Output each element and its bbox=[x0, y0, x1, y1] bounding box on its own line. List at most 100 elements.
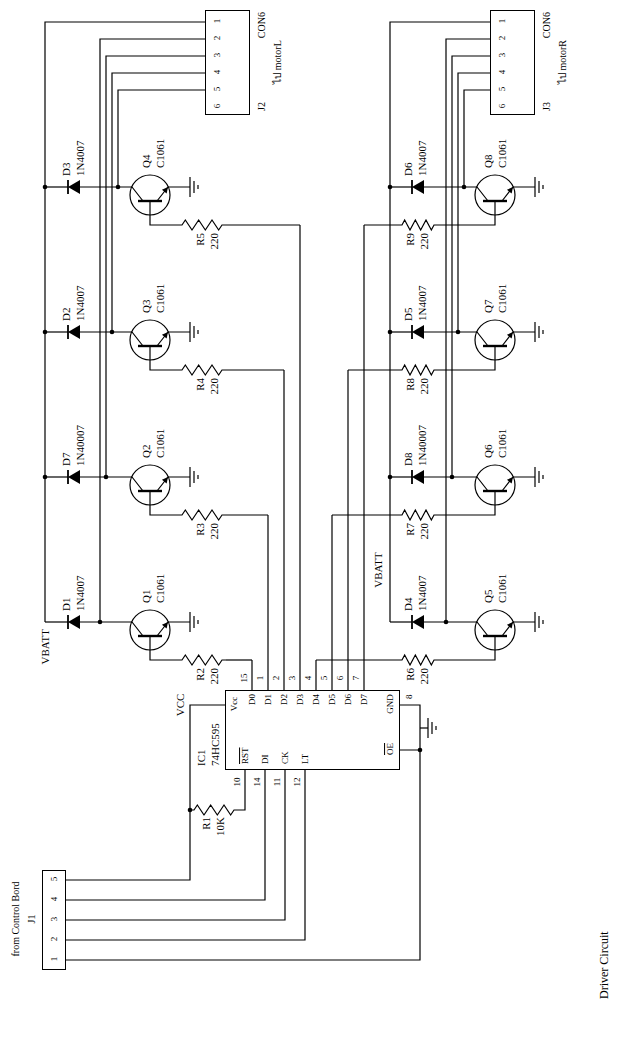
ground-symbol bbox=[534, 322, 535, 342]
part-value: 220 bbox=[418, 522, 430, 541]
ground-symbol bbox=[538, 471, 539, 483]
pin-number: 3 bbox=[288, 675, 298, 682]
wire bbox=[332, 514, 398, 515]
part-value: 1N40007 bbox=[416, 424, 428, 467]
wire bbox=[464, 90, 490, 187]
pin-number: 6 bbox=[498, 103, 508, 110]
part-value: 220 bbox=[208, 522, 220, 541]
pin-number: 2 bbox=[50, 936, 60, 943]
wire bbox=[502, 477, 535, 491]
part-value: C1061 bbox=[154, 283, 166, 314]
wire bbox=[45, 22, 205, 622]
wire bbox=[226, 514, 268, 515]
wire bbox=[458, 73, 490, 332]
signal-wire bbox=[66, 770, 265, 900]
resistor-symbol bbox=[178, 510, 226, 520]
part-value: 1N40007 bbox=[74, 424, 86, 467]
transistor-symbol bbox=[162, 477, 168, 484]
ground-symbol bbox=[542, 330, 543, 334]
part-value: 220 bbox=[418, 667, 430, 686]
ground-symbol bbox=[538, 326, 539, 338]
part-value: C1061 bbox=[154, 428, 166, 459]
connector-box: J3CON6ไป motorR123456 bbox=[490, 10, 535, 115]
ground-symbol bbox=[197, 620, 198, 624]
wire bbox=[400, 705, 420, 750]
pin-number: 5 bbox=[50, 876, 60, 883]
part-label: Q6 bbox=[482, 444, 494, 459]
transistor-symbol bbox=[162, 332, 168, 339]
pin-number: 4 bbox=[213, 69, 223, 76]
wire bbox=[150, 346, 178, 370]
pin-number: 7 bbox=[352, 675, 362, 682]
resistor-symbol bbox=[398, 510, 438, 520]
wire bbox=[390, 22, 490, 622]
transistor-symbol bbox=[162, 622, 168, 629]
wire bbox=[226, 659, 252, 660]
wire bbox=[80, 622, 143, 636]
part-label: D2 bbox=[60, 307, 72, 322]
diode-symbol bbox=[68, 615, 80, 629]
wire bbox=[283, 370, 284, 690]
part-label: Q5 bbox=[482, 589, 494, 604]
pin-name: RST bbox=[241, 746, 251, 765]
part-label: IC1 bbox=[195, 749, 207, 768]
pin-number: 15 bbox=[240, 673, 250, 684]
ground-symbol bbox=[197, 330, 198, 334]
part-value: C1061 bbox=[154, 573, 166, 604]
ground-symbol bbox=[427, 718, 428, 738]
pin-name: Vcc bbox=[230, 696, 240, 713]
diode-symbol bbox=[68, 470, 80, 484]
pin-number: 10 bbox=[233, 777, 243, 788]
pin-name: D0 bbox=[248, 693, 258, 706]
wire bbox=[420, 727, 428, 728]
part-label: CON6 bbox=[541, 11, 552, 39]
ground-symbol bbox=[542, 620, 543, 624]
wire bbox=[438, 491, 495, 515]
pin-number: 2 bbox=[213, 35, 223, 42]
ground-symbol bbox=[542, 475, 543, 479]
wire bbox=[80, 187, 143, 201]
part-value: 74HC595 bbox=[209, 722, 221, 767]
wire bbox=[157, 477, 190, 491]
wire bbox=[390, 621, 412, 622]
wire bbox=[150, 491, 178, 515]
resistor-symbol bbox=[178, 655, 226, 665]
pin-number: 1 bbox=[50, 956, 60, 963]
wire bbox=[45, 186, 68, 187]
part-label: D1 bbox=[60, 597, 72, 612]
diode-symbol bbox=[412, 325, 424, 339]
part-label: D5 bbox=[402, 307, 414, 322]
pin-number: 1 bbox=[256, 675, 266, 682]
pin-number: 3 bbox=[50, 916, 60, 923]
diode-symbol bbox=[412, 180, 424, 194]
pin-number: 5 bbox=[320, 675, 330, 682]
pin-name: DI bbox=[261, 754, 271, 766]
part-value: 10K bbox=[214, 816, 226, 837]
connector-label: from Control Bord bbox=[10, 881, 21, 958]
resistor-symbol bbox=[178, 365, 226, 375]
connector-label: ไป motorR bbox=[557, 39, 568, 85]
part-label: Q8 bbox=[482, 154, 494, 169]
wire bbox=[390, 476, 412, 477]
resistor-symbol bbox=[190, 805, 238, 815]
pin-name: D2 bbox=[280, 693, 290, 706]
pin-name: D3 bbox=[296, 693, 306, 706]
part-value: 1N4007 bbox=[74, 140, 86, 177]
ground-symbol bbox=[193, 326, 194, 338]
ground-symbol bbox=[197, 185, 198, 189]
ground-symbol bbox=[197, 475, 198, 479]
connector-box: J2CON6ไป motorL123456 bbox=[205, 10, 250, 115]
part-label: R7 bbox=[404, 522, 416, 537]
part-value: 220 bbox=[418, 232, 430, 251]
wire bbox=[438, 636, 495, 660]
ic-box: IC174HC595VccRSTDICKLTOEGNDD0D1D2D3D4D5D… bbox=[225, 690, 400, 770]
wire bbox=[316, 659, 398, 660]
part-value: 1N4007 bbox=[416, 285, 428, 322]
pin-number: 5 bbox=[213, 86, 223, 93]
part-label: R8 bbox=[404, 377, 416, 392]
part-label: Q1 bbox=[140, 589, 152, 604]
ground-symbol bbox=[538, 181, 539, 193]
wire bbox=[150, 201, 178, 225]
signal-wire bbox=[66, 750, 420, 960]
part-label: J1 bbox=[26, 914, 37, 925]
